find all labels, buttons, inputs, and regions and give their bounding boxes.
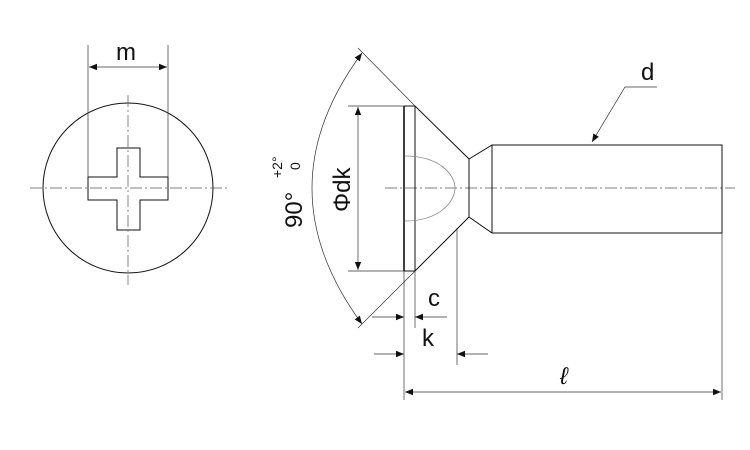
angle-tolerance-plus: +2° — [269, 156, 285, 178]
angle-tolerance-minus: 0 — [287, 162, 303, 170]
angle-arc — [311, 52, 363, 325]
angle-extension-bottom — [357, 270, 416, 329]
top-view: m — [30, 39, 228, 285]
side-view: 90° +2° 0 Φdk c k ℓ d — [269, 47, 735, 400]
shank-outline — [468, 144, 723, 234]
angle-label: 90° — [281, 192, 308, 228]
head-outline — [42, 102, 214, 274]
head-outline — [404, 105, 470, 272]
k-label: k — [422, 325, 435, 352]
angle-extension-top — [357, 47, 416, 107]
length-label: ℓ — [559, 363, 569, 390]
d-label: d — [641, 59, 654, 86]
d-leader — [591, 86, 657, 143]
m-label: m — [116, 39, 136, 66]
c-label: c — [428, 285, 440, 312]
dk-label: Φdk — [329, 167, 356, 212]
recess-depth-hidden — [404, 155, 456, 222]
